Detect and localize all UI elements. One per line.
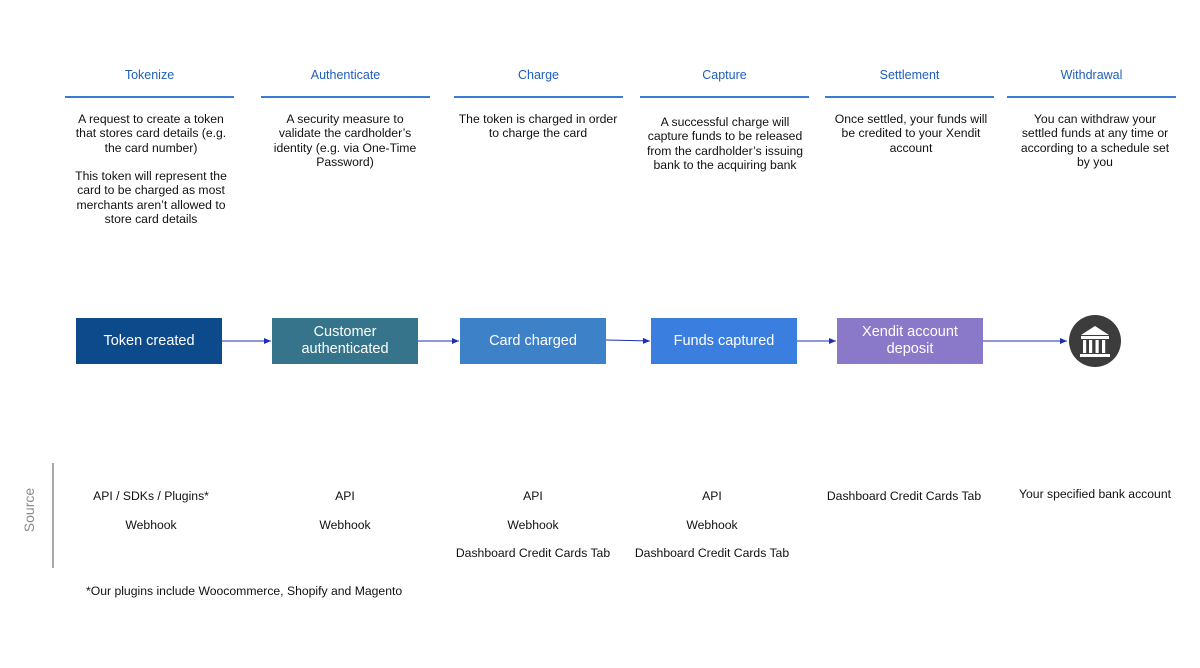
source-item: API [523,489,543,503]
description-line: A security measure to [286,112,404,126]
source-item: Webhook [507,517,559,532]
description-line: card to be charged as most [77,183,225,198]
node-token-created: Token created [76,318,222,364]
description-line: identity (e.g. via One-Time [273,140,417,155]
sources-withdrawal: Your specified bank account [1010,487,1180,516]
stage-divider [640,96,809,98]
description-line: from the cardholder’s issuing [646,143,804,158]
node-label-line: Customer [313,324,377,340]
source-item: Dashboard Credit Cards Tab [455,546,611,560]
description-line: The token is charged in order [458,112,618,126]
source-item: API [335,489,355,503]
node-label-line: Xendit account [862,324,958,340]
description-line: Once settled, your funds will [834,112,988,126]
description-line: validate the cardholder’s [278,126,412,141]
node-label-line: deposit [886,341,934,357]
stage-divider [65,96,234,98]
description-line: A request to create a token [78,112,224,126]
stage-divider [1007,96,1176,98]
description-line: that stores card details (e.g. [75,126,227,141]
description-line: This token will represent the [75,169,227,184]
description-line: store card details [104,212,198,227]
flow-arrow [605,337,651,344]
description-line: settled funds at any time or [1021,126,1169,141]
source-item: API / SDKs / Plugins* [93,489,209,503]
description-line: by you [1077,154,1113,169]
source-divider [52,463,54,568]
source-item: Dashboard Credit Cards Tab [826,489,982,503]
footnote: *Our plugins include Woocommerce, Shopif… [86,584,403,598]
source-item: Webhook [125,517,177,532]
description-line: You can withdraw your [1033,112,1157,126]
source-item: Webhook [686,517,738,532]
node-label-line: Card charged [489,332,577,349]
description-line: to charge the card [488,126,588,141]
description-line: be credited to your Xendit [841,126,981,141]
description-line: the card number) [104,140,198,155]
description-line: Password) [316,154,374,169]
description-line: account [889,140,933,155]
description-line: bank to the acquiring bank [653,157,797,172]
description-line: merchants aren’t allowed to [76,197,226,212]
node-label: Card charged [489,333,577,350]
stage-title-capture: Capture [702,68,747,82]
bank-icon [1069,315,1121,367]
sources-tokenize: API / SDKs / Plugins* Webhook [66,489,236,546]
source-item: Webhook [319,517,371,532]
stage-divider [454,96,623,98]
node-label-line: Funds captured [673,332,775,349]
stage-title-authenticate: Authenticate [310,68,381,82]
source-item: Dashboard Credit Cards Tab [634,546,790,560]
node-card-charged: Card charged [460,318,606,364]
node-funds-captured: Funds captured [651,318,797,364]
source-item: Your specified bank account [1019,487,1171,501]
stage-divider [825,96,994,98]
node-label-line: Token created [103,332,195,349]
source-item: API [702,489,722,503]
stage-divider [261,96,430,98]
node-label-line: authenticated [301,341,389,357]
sources-settlement: Dashboard Credit Cards Tab [819,489,989,518]
description-line: capture funds to be released [647,129,803,144]
stage-title-settlement: Settlement [879,68,940,82]
node-label: Token created [103,333,194,350]
stage-title-withdrawal: Withdrawal [1060,68,1123,82]
sources-authenticate: API Webhook [260,489,430,546]
description-line: according to a schedule set [1020,140,1170,155]
stage-title-tokenize: Tokenize [124,68,175,82]
description-line: A successful charge will [660,115,790,129]
node-label: Funds captured [674,333,775,350]
source-label: Source [21,487,37,533]
stage-title-charge: Charge [518,68,559,82]
